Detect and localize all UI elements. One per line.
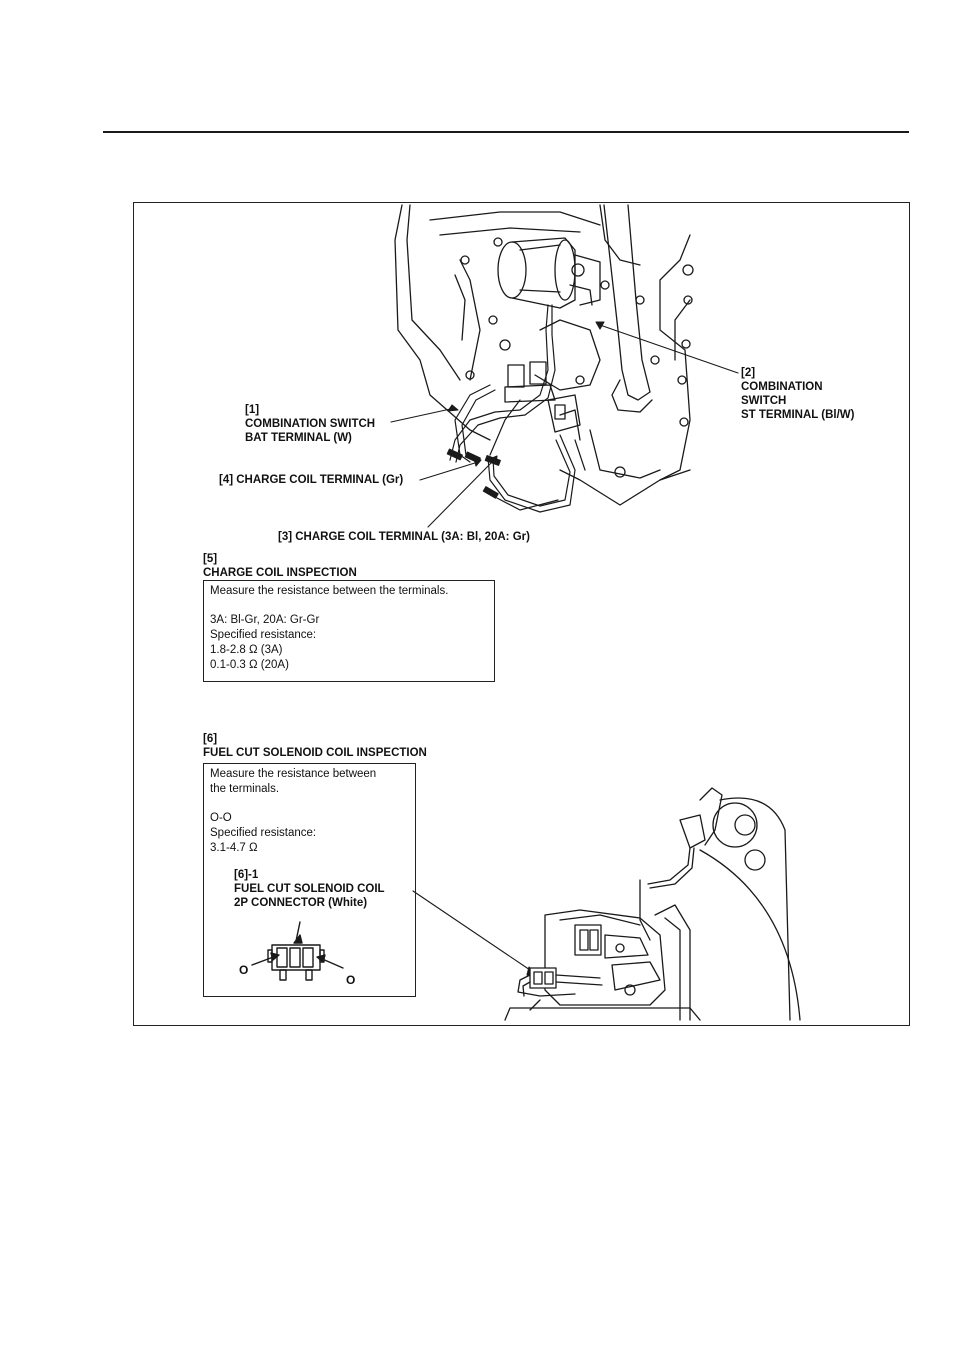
callout-line: ST TERMINAL (Bl/W) — [741, 409, 855, 421]
callout-number: [1] — [245, 404, 260, 416]
terminal-pairs: O-O — [210, 812, 232, 824]
section-title: CHARGE COIL INSPECTION — [203, 567, 357, 579]
spec-value: 3.1-4.7 Ω — [210, 842, 258, 854]
callout-st-terminal: [2] COMBINATION SWITCH ST TERMINAL (Bl/W… — [741, 366, 855, 422]
starter-motor-drawing — [497, 237, 601, 391]
carburetor-drawing — [504, 787, 801, 1021]
connector-line: FUEL CUT SOLENOID COIL — [234, 883, 385, 895]
callout-bat-terminal: [1] COMBINATION SWITCH BAT TERMINAL (W) — [245, 403, 375, 445]
solenoid-connector-drawing — [517, 967, 603, 997]
engine-block-drawing — [394, 204, 694, 506]
charge-coil-spec-box: Measure the resistance between the termi… — [203, 580, 495, 682]
callout-charge-coil-terminal: [3] CHARGE COIL TERMINAL (3A: Bl, 20A: G… — [278, 531, 530, 543]
terminal-pairs: 3A: Bl-Gr, 20A: Gr-Gr — [210, 614, 320, 626]
instruction-text: the terminals. — [210, 783, 280, 795]
section-number: [5] — [203, 553, 218, 565]
header-rule — [103, 131, 909, 133]
terminal-plugs-drawing — [446, 448, 501, 499]
section-number: [6] — [203, 733, 218, 745]
connector-diagram — [251, 921, 344, 981]
handle-pipe-drawing — [603, 204, 653, 413]
connector-line: 2P CONNECTOR (White) — [234, 897, 368, 909]
terminal-mark-right: O — [346, 973, 356, 987]
instruction-text: Measure the resistance between the termi… — [210, 585, 449, 597]
instruction-text: Measure the resistance between — [210, 768, 377, 780]
fuel-cut-spec-box: Measure the resistance between the termi… — [203, 763, 416, 997]
charge-coil-heading: [5] CHARGE COIL INSPECTION — [203, 552, 357, 580]
spec-value-3a: 1.8-2.8 Ω (3A) — [210, 644, 283, 656]
fuel-cut-heading: [6] FUEL CUT SOLENOID COIL INSPECTION — [203, 732, 427, 760]
spec-label: Specified resistance: — [210, 629, 317, 641]
section-title: FUEL CUT SOLENOID COIL INSPECTION — [203, 747, 427, 759]
callout-charge-coil-gr: [4] CHARGE COIL TERMINAL (Gr) — [219, 474, 404, 486]
callout-line: SWITCH — [741, 395, 787, 407]
connector-label: [6]-1 FUEL CUT SOLENOID COIL 2P CONNECTO… — [234, 868, 385, 910]
spec-value-20a: 0.1-0.3 Ω (20A) — [210, 659, 289, 671]
callout-line: BAT TERMINAL (W) — [245, 432, 352, 444]
wiring-drawing — [449, 304, 586, 513]
callout-line: COMBINATION — [741, 381, 823, 393]
callout-line: COMBINATION SWITCH — [245, 418, 376, 430]
terminal-block-drawing — [504, 361, 581, 441]
callout-number: [2] — [741, 367, 756, 379]
spec-label: Specified resistance: — [210, 827, 317, 839]
figure-frame — [133, 202, 910, 1026]
connector-number: [6]-1 — [234, 869, 259, 881]
terminal-mark-left: O — [239, 963, 249, 977]
